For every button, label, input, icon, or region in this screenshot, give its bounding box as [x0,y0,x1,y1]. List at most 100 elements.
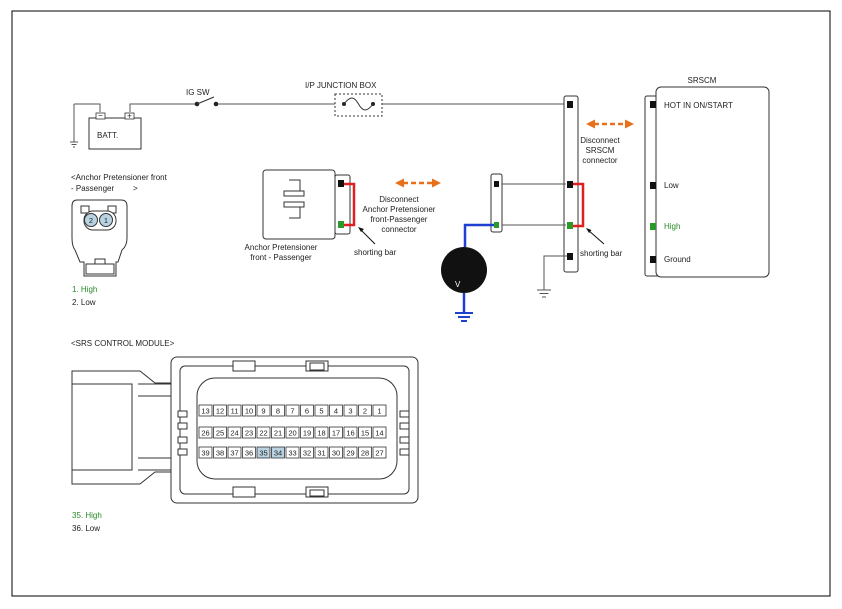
anchor-connector-title-3: > [133,184,138,193]
pointer-arrowhead [358,227,364,232]
anchor-connector-pin [338,180,344,187]
anchor-shorting-bar [344,182,356,227]
srscm-pin-ground: Ground [664,255,691,264]
srs-pin-31-label: 31 [317,449,325,458]
voltmeter-icon [441,247,487,293]
srs-pin-4 [329,404,343,417]
connector-terminal-icon [283,179,305,219]
battery-minus-label: − [98,111,103,120]
meter-probe-wire [463,223,494,247]
anchor-pin-2 [84,213,98,227]
srscm-title: SRSCM [688,76,717,85]
srs-pin-34-label: 34 [274,449,282,458]
srs-pin-13 [198,404,213,417]
srs-pin-3 [343,404,358,417]
srs-legend-low: 36. Low [72,524,100,533]
module-pin [650,182,656,189]
anchor-pin-1 [99,213,113,227]
srs-pin-28-label: 28 [361,449,369,458]
srscm-pin-hot: HOT IN ON/START [664,101,733,110]
disconnect-anchor-label-2: Anchor Pretensioner [363,205,436,214]
srs-pin-33 [285,446,300,459]
srs-pin-6 [300,404,314,417]
srs-pin-25 [213,426,227,439]
srs-module-title: <SRS CONTROL MODULE> [71,339,175,348]
srs-pin-24-label: 24 [230,429,238,438]
module-pin-high [650,223,656,230]
disconnect-anchor-label-4: connector [381,225,416,234]
srs-pin-31 [314,446,329,459]
srs-pin-22-label: 22 [259,429,267,438]
srs-pin-14 [372,426,387,439]
srs-pin-37 [227,446,242,459]
srs-pin-38 [213,446,227,459]
anchor-shorting-bar-label: shorting bar [354,248,397,257]
middle-connector-pin [494,181,499,187]
srs-pin-21-label: 21 [274,429,282,438]
ig-switch-label: IG SW [186,88,210,97]
srs-pin-29-label: 29 [346,449,354,458]
srs-pin-34 [271,446,285,459]
connector-pin-high [567,222,573,229]
srs-pin-38-label: 38 [216,449,224,458]
srs-pin-30 [329,446,343,459]
ground-wire [543,255,567,290]
srs-pin-29 [343,446,358,459]
srs-pin-36 [242,446,256,459]
meter-label: V [455,280,461,289]
srs-pin-18 [314,426,329,439]
srs-pin-24 [227,426,242,439]
switch-icon [194,96,219,107]
srs-pin-36-label: 36 [245,449,253,458]
pointer-arrowhead [586,228,592,233]
anchor-pin-2-label: 2 [89,216,93,225]
srs-pin-8-label: 8 [276,407,280,416]
srs-pin-5 [314,404,329,417]
srs-pin-7 [285,404,300,417]
disconnect-anchor-label-3: front-Passenger [371,215,428,224]
srs-pin-17-label: 17 [332,429,340,438]
battery-wire [74,103,195,112]
srs-pin-10-label: 10 [245,407,253,416]
srs-pin-13-label: 13 [201,407,209,416]
disconnect-srscm-label-1: Disconnect [580,136,620,145]
srs-pin-11 [227,404,242,417]
fuse-icon [342,97,375,111]
srs-pin-16 [343,426,358,439]
srs-pin-1 [372,404,387,417]
anchor-connector-housing [334,174,351,235]
disconnect-anchor-label-1: Disconnect [379,195,419,204]
disconnect-srscm-label-2: SRSCM [586,146,615,155]
srs-pin-3-label: 3 [348,407,352,416]
srs-pin-19-label: 19 [303,429,311,438]
srs-pin-27 [372,446,387,459]
srs-pin-26 [198,426,213,439]
srs-pin-23 [242,426,256,439]
srs-pin-27-label: 27 [375,449,383,458]
srs-pin-20 [285,426,300,439]
srs-pin-16-label: 16 [346,429,354,438]
srs-pin-22 [256,426,271,439]
srs-pin-23-label: 23 [245,429,253,438]
disconnect-anchor-arrow [395,178,441,188]
anchor-legend-low: 2. Low [72,298,96,307]
srscm-pin-high: High [664,222,680,231]
srs-pin-15-label: 15 [361,429,369,438]
srs-pin-39 [198,446,213,459]
battery-plus-label: + [127,112,132,121]
srs-pin-12 [213,404,227,417]
srs-pin-26-label: 26 [201,429,209,438]
ground-icon [537,289,551,298]
srs-pin-14-label: 14 [375,429,383,438]
connector-pin [567,181,573,188]
srscm-pin-low: Low [664,181,679,190]
srs-pin-35-label: 35 [259,449,267,458]
anchor-connector-title-1: <Anchor Pretensioner front [71,173,168,182]
srscm-shorting-bar [573,182,585,228]
srs-pin-35 [256,446,271,459]
module-pin [650,101,656,108]
disconnect-srscm-label-3: connector [582,156,617,165]
srs-pin-19 [300,426,314,439]
battery: − + BATT. [88,111,142,150]
ground-icon [70,104,78,148]
